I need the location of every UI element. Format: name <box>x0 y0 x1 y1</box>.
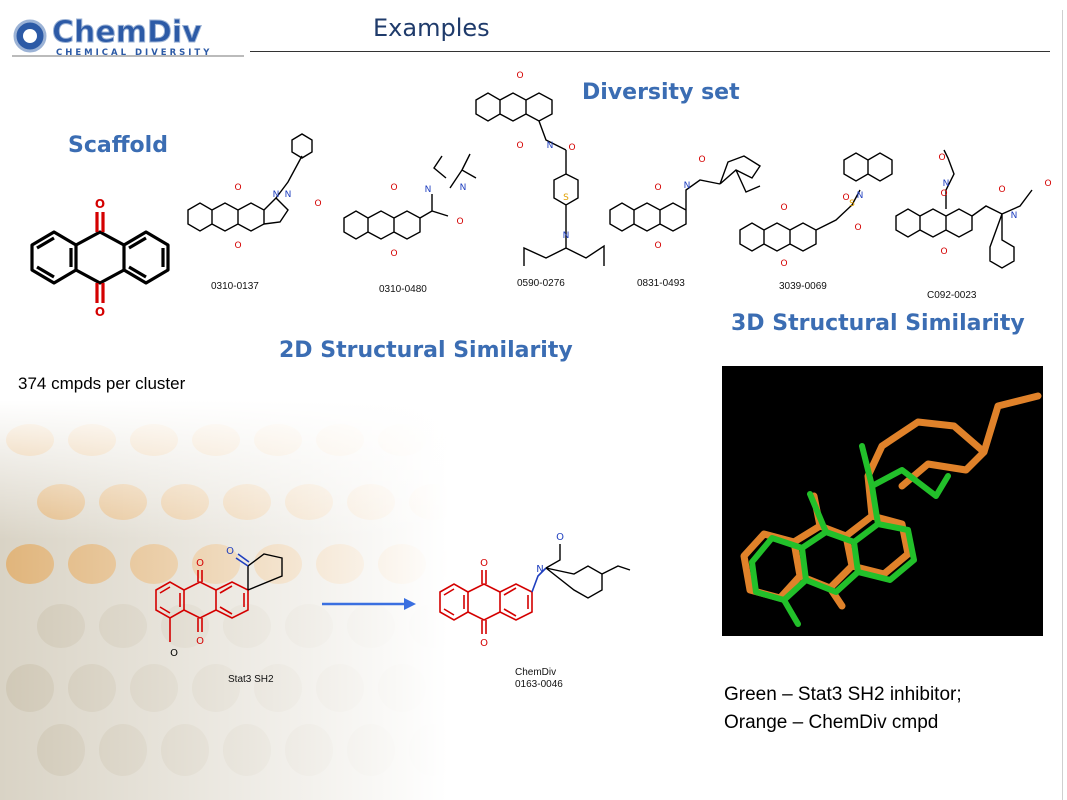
diversity-set-heading: Diversity set <box>582 80 740 105</box>
compound-code: 0310-0137 <box>211 281 259 292</box>
svg-text:O: O <box>516 71 523 81</box>
compound-code: 0831-0493 <box>637 278 685 289</box>
svg-text:O: O <box>314 199 321 209</box>
compound-code: 0590-0276 <box>517 278 565 289</box>
svg-text:N: N <box>684 181 691 191</box>
logo-text: ChemDiv <box>52 15 202 50</box>
svg-text:O: O <box>654 183 661 193</box>
svg-text:O: O <box>1044 179 1051 189</box>
svg-text:O: O <box>938 153 945 163</box>
svg-text:O: O <box>456 217 463 227</box>
svg-text:N: N <box>536 564 543 575</box>
svg-text:O: O <box>854 223 861 233</box>
svg-text:O: O <box>480 558 488 569</box>
svg-text:N: N <box>857 191 864 201</box>
svg-text:N: N <box>1011 211 1018 221</box>
compound-code: 0310-0480 <box>379 284 427 295</box>
legend-orange: Orange – ChemDiv cmpd <box>724 712 939 733</box>
svg-text:O: O <box>940 189 947 199</box>
similarity-2d-reaction: O O O O O O N O <box>155 532 631 659</box>
reaction-right-label-1: ChemDiv <box>515 667 557 678</box>
svg-text:N: N <box>273 190 280 200</box>
svg-text:O: O <box>95 197 105 211</box>
chemdiv-logo: ChemDiv CHEMICAL DIVERSITY <box>8 8 248 64</box>
svg-text:O: O <box>390 183 397 193</box>
svg-text:N: N <box>285 190 292 200</box>
svg-text:O: O <box>234 183 241 193</box>
compound-code: 3039-0069 <box>779 281 827 292</box>
similarity-2d-heading: 2D Structural Similarity <box>279 338 573 363</box>
legend-green: Green – Stat3 SH2 inhibitor; <box>724 684 962 705</box>
svg-text:O: O <box>95 305 105 319</box>
similarity-3d-heading: 3D Structural Similarity <box>731 311 1025 336</box>
overlay-3d-image <box>722 366 1043 636</box>
svg-text:N: N <box>547 141 554 151</box>
background-decoration <box>0 400 560 800</box>
svg-text:O: O <box>196 558 204 569</box>
reaction-right-label-2: 0163-0046 <box>515 679 563 690</box>
logo-subtext: CHEMICAL DIVERSITY <box>56 48 212 58</box>
slide-title: Examples <box>373 14 490 42</box>
cluster-note: 374 cmpds per cluster <box>18 374 186 393</box>
svg-text:O: O <box>654 241 661 251</box>
svg-text:O: O <box>516 141 523 151</box>
svg-text:O: O <box>568 143 575 153</box>
header-rule <box>250 51 1050 52</box>
svg-text:O: O <box>390 249 397 259</box>
svg-text:N: N <box>460 183 467 193</box>
scaffold-heading: Scaffold <box>68 133 168 158</box>
svg-text:S: S <box>849 199 855 209</box>
svg-text:N: N <box>943 179 950 189</box>
svg-text:O: O <box>170 648 178 659</box>
scaffold-structure: O O <box>30 197 170 319</box>
compound-code: C092-0023 <box>927 290 977 301</box>
svg-text:S: S <box>563 193 569 203</box>
svg-text:O: O <box>842 193 849 203</box>
svg-text:O: O <box>226 546 234 557</box>
right-border-line <box>1062 10 1063 800</box>
svg-text:O: O <box>998 185 1005 195</box>
svg-text:O: O <box>780 203 787 213</box>
svg-text:O: O <box>780 259 787 269</box>
svg-text:O: O <box>196 636 204 647</box>
svg-text:O: O <box>234 241 241 251</box>
svg-text:N: N <box>563 231 570 241</box>
reaction-left-label: Stat3 SH2 <box>228 674 274 685</box>
svg-text:O: O <box>480 638 488 649</box>
svg-text:O: O <box>556 532 564 543</box>
svg-text:O: O <box>698 155 705 165</box>
svg-text:N: N <box>425 185 432 195</box>
svg-text:O: O <box>940 247 947 257</box>
